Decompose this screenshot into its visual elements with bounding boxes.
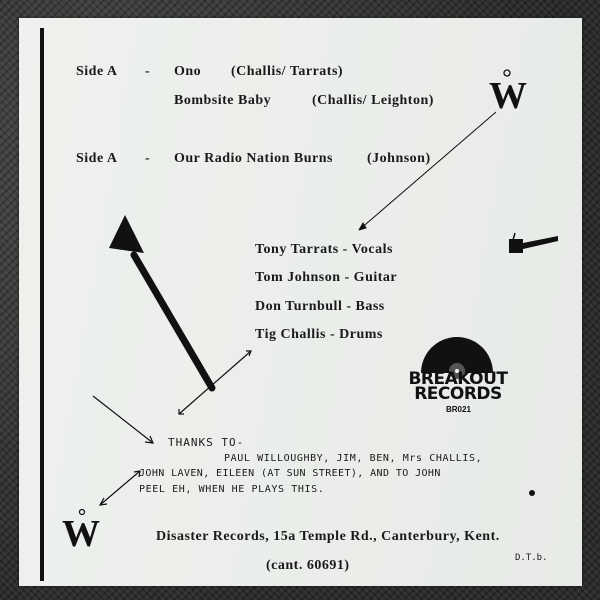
left-vertical-line — [40, 28, 44, 581]
address-line: Disaster Records, 15a Temple Rd., Canter… — [156, 529, 500, 544]
member-line: Tig Challis - Drums — [255, 327, 383, 342]
arrow-shaft — [130, 251, 216, 392]
vinyl-record-icon — [421, 337, 493, 379]
w-mark: W — [489, 75, 527, 117]
phone-line: (cant. 60691) — [266, 558, 350, 573]
track-credit: (Johnson) — [367, 151, 431, 166]
ink-dot — [529, 490, 535, 496]
thanks-line: JOHN LAVEN, EILEEN (AT SUN STREET), AND … — [139, 468, 441, 479]
w-mark: W — [62, 513, 100, 555]
track-title: Bombsite Baby — [174, 93, 272, 108]
track-credit: (Challis/ Leighton) — [312, 93, 434, 108]
signature: D.T.b. — [515, 553, 548, 563]
member-line: Tony Tarrats - Vocals — [255, 242, 393, 257]
arrow-drawings — [78, 69, 558, 516]
catalog-number: BR021 — [446, 405, 471, 414]
dash: - — [145, 151, 151, 166]
track-credit: (Challis/ Tarrats) — [231, 64, 344, 79]
side-label: Side A — [76, 64, 118, 79]
track-title: Ono — [174, 64, 202, 79]
breakout-logo: BREAKOUT RECORDS — [408, 369, 508, 404]
thin-arrow-line — [358, 111, 497, 231]
thanks-line: PEEL EH, WHEN HE PLAYS THIS. — [139, 484, 325, 495]
thanks-line: PAUL WILLOUGHBY, JIM, BEN, Mrs CHALLIS, — [224, 453, 483, 464]
side-label: Side A — [76, 151, 118, 166]
dot-mark — [78, 508, 86, 516]
track-title: Our Radio Nation Burns — [174, 151, 333, 166]
triangle-arrow-head — [109, 215, 144, 253]
record-sleeve: Side A - Ono (Challis/ Tarrats) Bombsite… — [19, 18, 582, 586]
dash: - — [145, 64, 151, 79]
flag-doodle — [509, 239, 523, 253]
member-line: Don Turnbull - Bass — [255, 299, 385, 314]
member-line: Tom Johnson - Guitar — [255, 270, 398, 285]
thanks-heading: THANKS TO- — [168, 436, 245, 449]
dot-mark — [503, 69, 511, 77]
